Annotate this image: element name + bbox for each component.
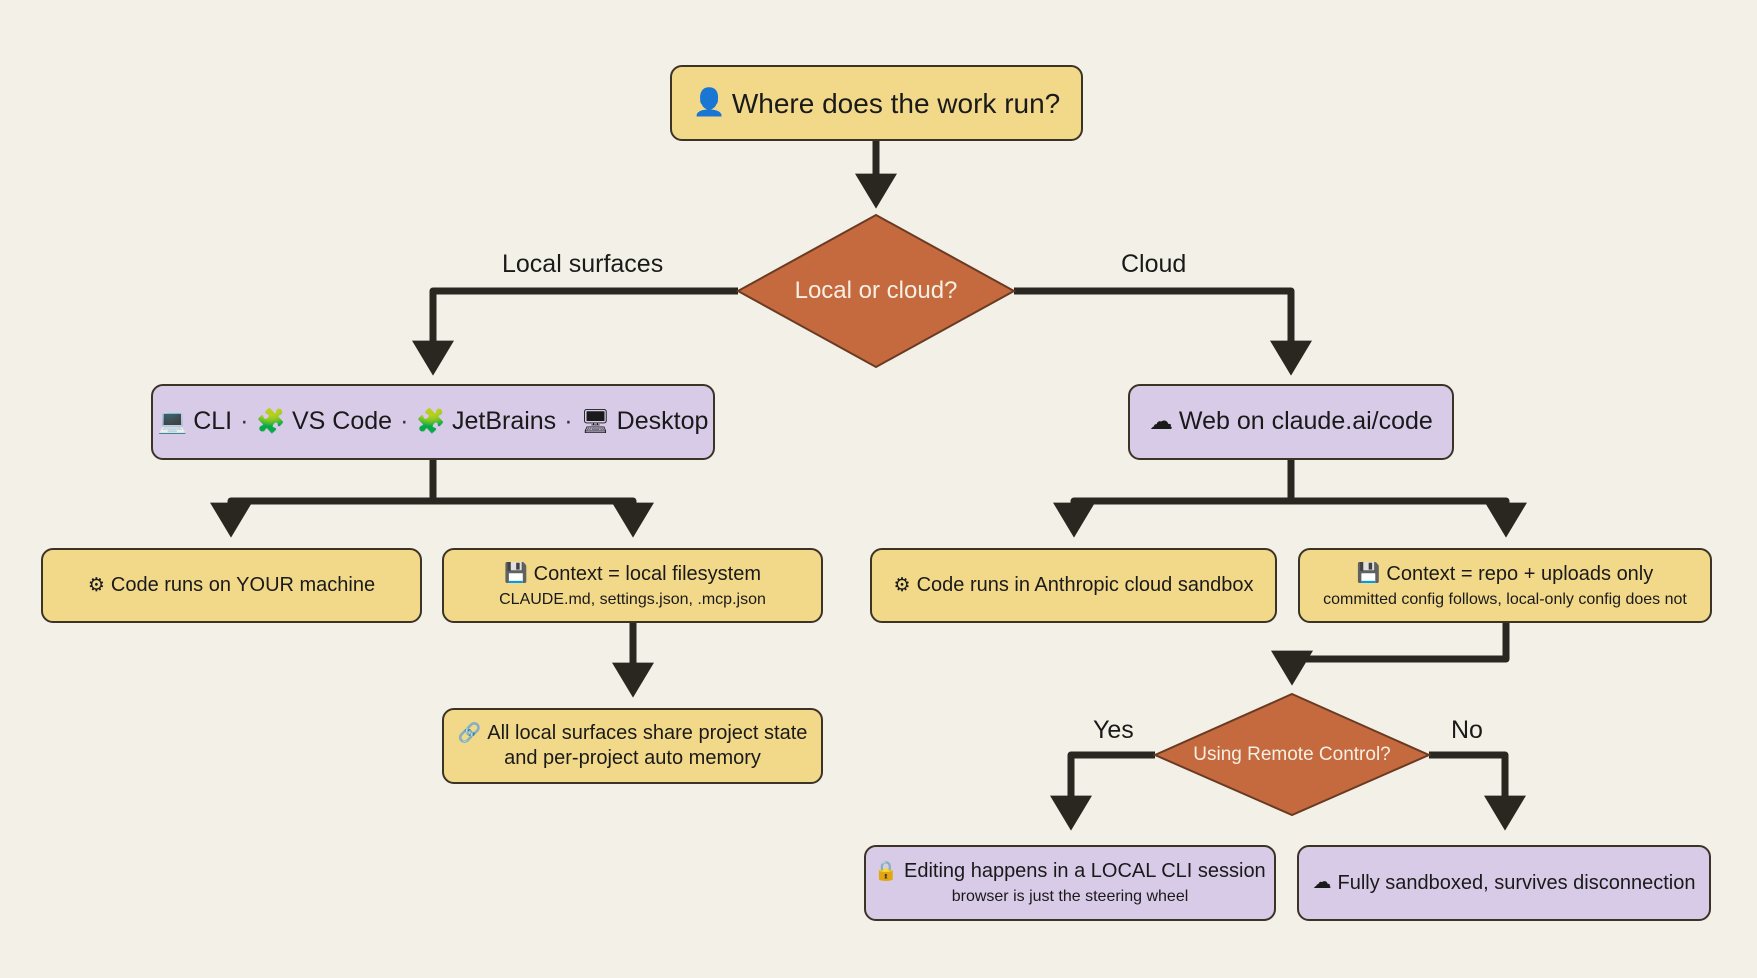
local-runs-node: ⚙ Code runs on YOUR machine bbox=[41, 548, 422, 623]
cloud-surface-label: Web on claude.ai/code bbox=[1178, 407, 1433, 436]
arrow-remote-no bbox=[1429, 751, 1526, 831]
puzzle-icon: 🧩 bbox=[416, 408, 446, 436]
surface-jetbrains-label: JetBrains bbox=[451, 407, 557, 436]
local-context-label: Context = local filesystem bbox=[533, 562, 761, 585]
arrow-local-context bbox=[433, 497, 654, 538]
gear-icon: ⚙ bbox=[893, 574, 911, 596]
floppy-icon: 💾 bbox=[504, 563, 528, 585]
arrow-local-branch bbox=[412, 287, 738, 376]
decision-main-label: Local or cloud? bbox=[794, 277, 958, 304]
local-surfaces-node: 💻 CLI · 🧩 VS Code · 🧩 JetBrains · 🖥 Desk… bbox=[151, 384, 715, 460]
remote-yes-label: Editing happens in a LOCAL CLI session bbox=[903, 860, 1266, 882]
arrow-local-runs bbox=[210, 459, 437, 538]
lock-icon: 🔒 bbox=[874, 860, 898, 882]
cloud-runs-label: Code runs in Anthropic cloud sandbox bbox=[916, 574, 1254, 596]
arrow-cloud-context bbox=[1291, 497, 1527, 538]
surface-vscode-label: VS Code bbox=[292, 407, 393, 436]
local-runs-label: Code runs on YOUR machine bbox=[110, 574, 376, 596]
separator: · bbox=[240, 407, 249, 436]
separator: · bbox=[400, 407, 409, 436]
separator: · bbox=[564, 407, 573, 436]
remote-yes-node: 🔒 Editing happens in a LOCAL CLI session… bbox=[864, 845, 1276, 921]
terminal-icon: 💻 bbox=[157, 408, 188, 436]
decision-diamond-remote bbox=[1152, 692, 1432, 817]
branch-label-yes: Yes bbox=[1093, 716, 1134, 744]
cloud-runs-node: ⚙ Code runs in Anthropic cloud sandbox bbox=[870, 548, 1277, 623]
branch-label-no: No bbox=[1451, 716, 1483, 744]
remote-yes-sub: browser is just the steering wheel bbox=[951, 888, 1189, 905]
arrow-to-remote-decision bbox=[1271, 622, 1510, 686]
puzzle-icon: 🧩 bbox=[256, 408, 286, 436]
local-shared-line1: All local surfaces share project state bbox=[487, 722, 808, 744]
local-context-sub: CLAUDE.md, settings.json, .mcp.json bbox=[499, 590, 766, 608]
root-question-node: 👤 Where does the work run? bbox=[670, 65, 1083, 141]
remote-no-label: Fully sandboxed, survives disconnection bbox=[1337, 871, 1696, 894]
local-context-node: 💾 Context = local filesystem CLAUDE.md, … bbox=[442, 548, 823, 623]
branch-label-local: Local surfaces bbox=[502, 250, 664, 278]
cloud-icon: ☁ bbox=[1149, 408, 1173, 436]
local-shared-node: 🔗 All local surfaces share project state… bbox=[442, 708, 823, 784]
cloud-context-label: Context = repo + uploads only bbox=[1386, 562, 1654, 585]
local-shared-line2: and per-project auto memory bbox=[504, 747, 761, 769]
gear-icon: ⚙ bbox=[87, 574, 105, 596]
decision-remote-label: Using Remote Control? bbox=[1193, 744, 1391, 765]
cloud-context-sub: committed config follows, local-only con… bbox=[1323, 590, 1687, 608]
arrow-cloud-runs bbox=[1053, 459, 1295, 538]
link-icon: 🔗 bbox=[457, 722, 482, 744]
person-icon: 👤 bbox=[692, 87, 726, 118]
arrow-remote-yes bbox=[1050, 751, 1155, 831]
branch-label-cloud: Cloud bbox=[1121, 250, 1187, 278]
root-question-label: Where does the work run? bbox=[731, 87, 1061, 119]
cloud-icon: ☁ bbox=[1312, 872, 1332, 894]
cloud-context-node: 💾 Context = repo + uploads only committe… bbox=[1298, 548, 1712, 623]
decision-diamond-main bbox=[735, 213, 1017, 369]
arrow-cloud-branch bbox=[1014, 287, 1312, 376]
surface-desktop-label: Desktop bbox=[616, 407, 709, 436]
floppy-icon: 💾 bbox=[1356, 563, 1381, 585]
cloud-surface-node: ☁ Web on claude.ai/code bbox=[1128, 384, 1454, 460]
remote-no-node: ☁ Fully sandboxed, survives disconnectio… bbox=[1297, 845, 1711, 921]
surface-cli-label: CLI bbox=[193, 407, 233, 436]
monitor-icon: 🖥 bbox=[580, 408, 611, 436]
